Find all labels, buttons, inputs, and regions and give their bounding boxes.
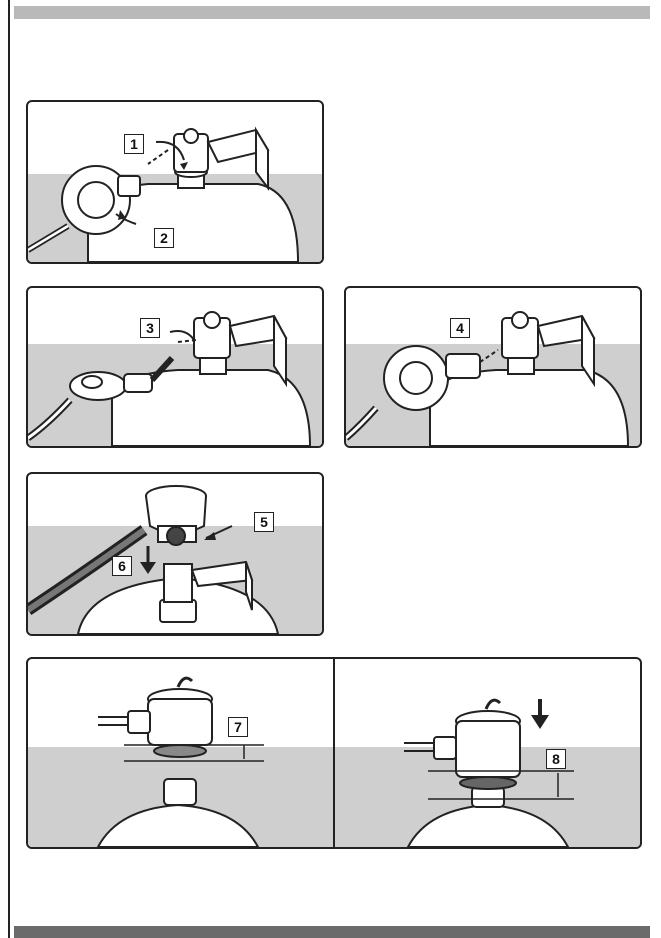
step-label-5: 5 <box>254 512 274 532</box>
cylinder-valve-illustration-a <box>28 102 322 262</box>
step-label-3: 3 <box>140 318 160 338</box>
figure-steps-5-6: 5 6 <box>26 472 324 636</box>
figure-steps-7-8: 7 8 <box>26 657 642 849</box>
step-label-8: 8 <box>546 749 566 769</box>
page-margin-rule <box>8 0 10 938</box>
cylinder-valve-illustration-b <box>28 288 322 446</box>
step-label-7: 7 <box>228 717 248 737</box>
step-label-2: 2 <box>154 228 174 248</box>
regulator-mount-illustration <box>28 474 322 634</box>
step-label-1: 1 <box>124 134 144 154</box>
figure-step-3: 3 <box>26 286 324 448</box>
cylinder-valve-illustration-c <box>346 288 640 446</box>
step-label-6: 6 <box>112 556 132 576</box>
figure-steps-1-2: 1 2 <box>26 100 324 264</box>
header-bar <box>14 6 650 19</box>
figure-step-4: 4 <box>344 286 642 448</box>
step-label-4: 4 <box>450 318 470 338</box>
footer-bar <box>14 926 650 938</box>
